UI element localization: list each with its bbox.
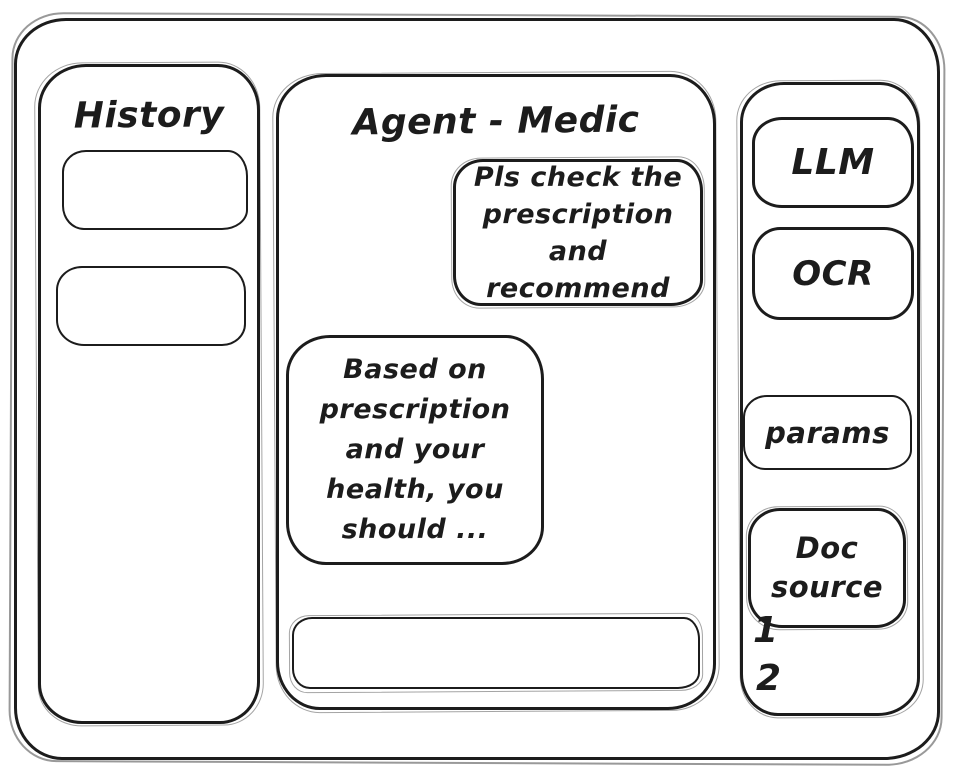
ocr-button-label: OCR	[792, 253, 874, 294]
llm-button-label: LLM	[791, 142, 875, 183]
chat-title: Agent - Medic	[352, 99, 640, 144]
agent-message-line: prescription	[319, 394, 511, 425]
params-button[interactable]: params	[743, 395, 912, 470]
doc-source-item-2[interactable]: 2	[756, 658, 782, 699]
doc-source-button-line: Doc	[795, 531, 859, 565]
message-input[interactable]	[294, 619, 698, 687]
user-message-line: prescription	[482, 198, 674, 230]
agent-message-line: health, you	[326, 474, 504, 505]
agent-message-line: should ...	[341, 514, 489, 545]
doc-source-button[interactable]: Doc source	[748, 508, 906, 628]
agent-message-bubble: Based on prescription and your health, y…	[286, 335, 544, 565]
ocr-button[interactable]: OCR	[752, 227, 914, 320]
user-message-line: Pls check the	[473, 161, 683, 193]
history-item[interactable]	[62, 150, 248, 230]
params-button-label: params	[765, 415, 890, 450]
doc-source-item-1[interactable]: 1	[753, 610, 779, 651]
history-item[interactable]	[56, 266, 246, 346]
user-message-bubble: Pls check the prescription and recommend	[453, 159, 703, 306]
message-input-bar	[292, 617, 700, 689]
history-title: History	[73, 94, 225, 137]
doc-source-button-line: source	[771, 570, 883, 604]
llm-button[interactable]: LLM	[752, 117, 914, 208]
user-message-line: and recommend	[486, 235, 670, 304]
agent-message-line: Based on	[343, 354, 487, 385]
agent-message-line: and your	[345, 434, 485, 465]
